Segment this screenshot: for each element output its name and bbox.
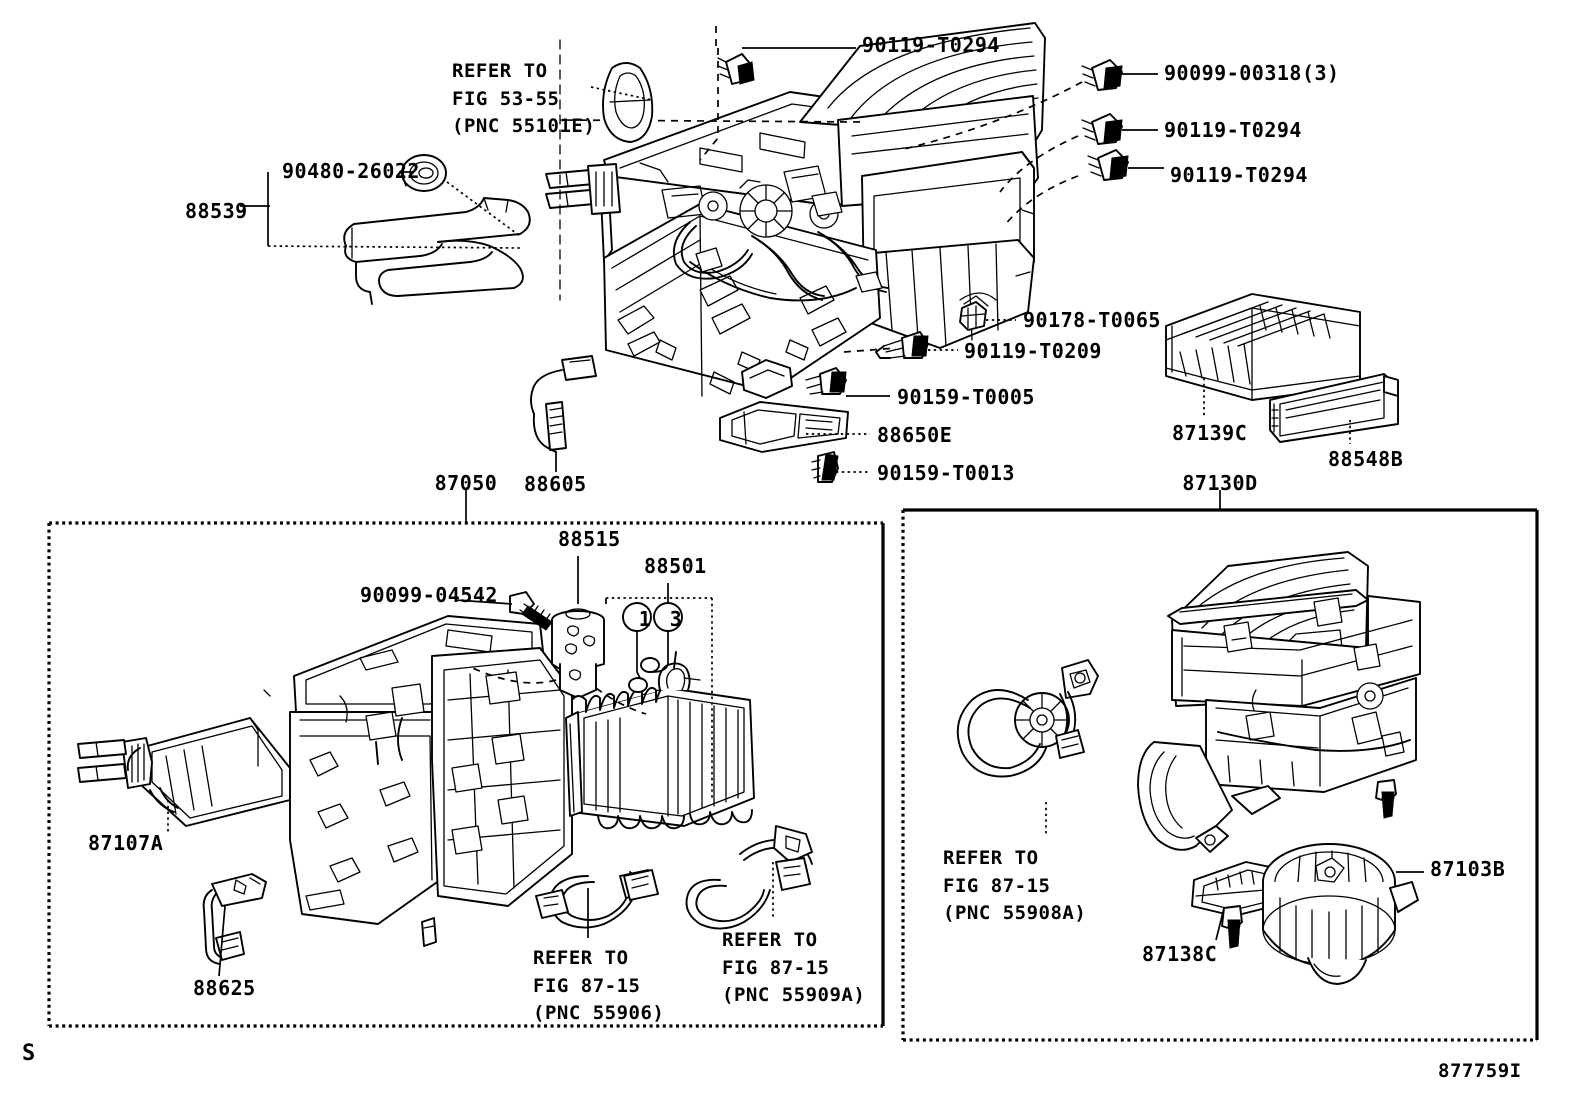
balloon-callouts [605, 597, 713, 800]
callout-88501: 88501 [644, 554, 707, 578]
harness-88625 [202, 873, 267, 965]
refer-line-1: REFER TO [533, 947, 629, 969]
screw-90159-t0013 [811, 451, 839, 483]
callout-87103b: 87103B [1430, 857, 1506, 881]
evaporator-88501 [565, 651, 755, 830]
refer-block-pnc-55906: REFER TO FIG 87-15 (PNC 55906) [533, 945, 664, 1028]
nut-90178-t0065 [959, 301, 987, 331]
heater-case-assembly [263, 615, 573, 947]
refer-line-3: (PNC 55906) [533, 1002, 665, 1025]
heater-core-87107a [77, 717, 291, 827]
callout-90119-t0294-top: 90119-T0294 [862, 33, 1000, 57]
screw-90119-t0209 [875, 331, 929, 359]
harness-pnc-55909a [623, 825, 813, 930]
heater-hose-88539 [343, 197, 531, 305]
screw-90159-t0005 [805, 367, 847, 395]
refer-line-1: REFER TO [452, 60, 548, 82]
filter-cover-88548b [1269, 373, 1399, 443]
screw-blower-resistor [1221, 905, 1243, 949]
balloon-label-1: 1 [638, 607, 652, 631]
callout-90480-26022: 90480-26022 [282, 159, 420, 183]
group-label-87130d: 87130D [1182, 471, 1258, 495]
panel-left-artwork [77, 556, 813, 977]
callout-88515: 88515 [558, 527, 621, 551]
callout-90119-t0294-mid: 90119-T0294 [1164, 118, 1302, 142]
refer-block-pnc-55909a: REFER TO FIG 87-15 (PNC 55909A) [722, 927, 865, 1010]
refer-line-3: (PNC 55908A) [943, 902, 1087, 925]
bolt-90119-t0294-a [717, 53, 755, 85]
callout-90178-t0065: 90178-T0065 [1023, 308, 1161, 332]
callout-88539: 88539 [185, 199, 248, 223]
seal-pnc-55101e [602, 62, 654, 143]
callout-90159-t0013: 90159-T0013 [877, 461, 1015, 485]
balloon-label-3: 3 [669, 607, 683, 631]
callout-87139c: 87139C [1172, 421, 1248, 445]
leader-lines-main [240, 47, 1351, 522]
fasteners-main [717, 53, 1129, 483]
bolt-90119-t0294-c [1087, 149, 1129, 181]
panel-left-frame [47, 521, 885, 1028]
heater-ac-unit-main [545, 22, 1083, 399]
refer-block-pnc-55908a: REFER TO FIG 87-15 (PNC 55908A) [943, 845, 1086, 928]
figure-code: 877759I [1438, 1060, 1522, 1082]
refer-line-2: FIG 87-15 [533, 974, 641, 997]
callout-87138c: 87138C [1142, 942, 1218, 966]
damper-servo-55908a [956, 659, 1099, 778]
bolt-90119-t0294-b [1081, 113, 1123, 145]
refer-line-1: REFER TO [722, 929, 818, 951]
screw-blower-case [1375, 779, 1397, 819]
panel-right-artwork [956, 551, 1424, 985]
refer-line-3: (PNC 55101E) [452, 115, 596, 138]
callout-90099-04542: 90099-04542 [360, 583, 498, 607]
blower-motor-87103b [1262, 843, 1419, 985]
callout-88625: 88625 [193, 976, 256, 1000]
callout-88650e: 88650E [877, 423, 953, 447]
callout-90099-00318: 90099-00318(3) [1164, 61, 1340, 85]
bracket-88650e [719, 401, 849, 453]
callout-88605: 88605 [524, 472, 587, 496]
bolt-90099-00318 [1081, 59, 1123, 91]
refer-line-2: FIG 53-55 [452, 87, 560, 110]
sheet-mark: S [22, 1041, 36, 1066]
callout-90119-t0294-low: 90119-T0294 [1170, 163, 1308, 187]
grommet-90480-26022 [401, 154, 447, 192]
cabin-filter-87139c [1165, 293, 1361, 401]
bolt-90099-04542 [509, 591, 553, 631]
callout-90119-t0209: 90119-T0209 [964, 339, 1102, 363]
blower-case [1137, 551, 1421, 853]
callout-87107a: 87107A [88, 831, 164, 855]
group-label-87050: 87050 [434, 471, 498, 495]
refer-line-3: (PNC 55909A) [722, 984, 866, 1007]
refer-line-2: FIG 87-15 [722, 956, 830, 979]
callout-90159-t0005: 90159-T0005 [897, 385, 1035, 409]
expansion-valve-88515 [551, 608, 605, 699]
callout-88548b: 88548B [1328, 447, 1404, 471]
refer-block-fig-53-55: REFER TO FIG 53-55 (PNC 55101E) [452, 58, 595, 141]
refer-line-1: REFER TO [943, 847, 1039, 869]
refer-line-2: FIG 87-15 [943, 874, 1051, 897]
sensor-88605 [530, 355, 597, 453]
